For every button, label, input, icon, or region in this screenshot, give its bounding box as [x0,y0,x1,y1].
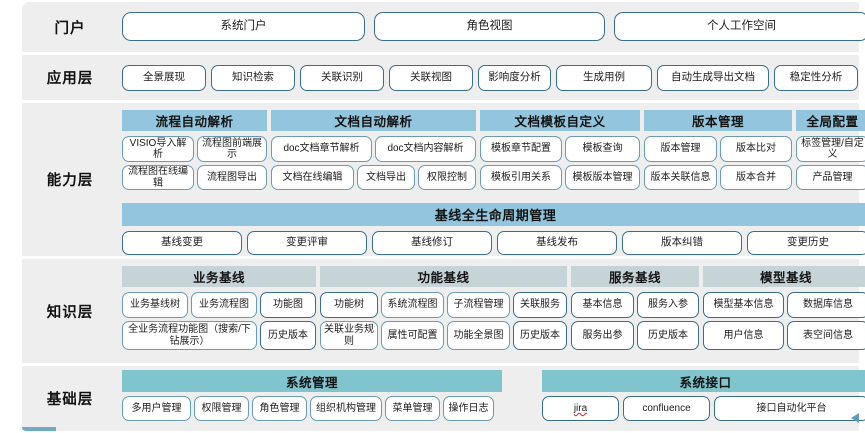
capability-item-template-query[interactable]: 模板查询 [565,136,640,162]
capability-group-header-process-parse: 流程自动解析 [122,110,267,131]
capability-item-version-relation-info[interactable]: 版本关联信息 [644,165,717,190]
app-item-relation-view[interactable]: 关联视图 [389,65,473,91]
foundation-item-role-mgmt[interactable]: 角色管理 [252,396,307,421]
knowledge-item-service-input-params[interactable]: 服务入参 [637,292,699,318]
app-item-knowledge-search[interactable]: 知识检索 [211,65,295,91]
capability-item-doc-chapter-parse[interactable]: doc文档章节解析 [271,136,372,162]
layer-portal: 门户 系统门户 角色视图 个人工作空间 [22,2,865,52]
capability-group-header-doc-template: 文档模板自定义 [480,110,640,131]
portal-item-personal-workspace[interactable]: 个人工作空间 [614,12,865,41]
foundation-item-jira[interactable]: jira [542,396,619,421]
knowledge-item-service-history-version[interactable]: 历史版本 [637,321,699,350]
lifecycle-item-baseline-release[interactable]: 基线发布 [497,231,617,255]
app-item-generate-case[interactable]: 生成用例 [556,65,652,91]
capability-item-permission-control[interactable]: 权限控制 [418,165,476,190]
capability-item-version-mgmt[interactable]: 版本管理 [644,136,717,162]
layer-capability: 能力层 流程自动解析 文档自动解析 文档模板自定义 版本管理 全局配置 VISI… [22,103,865,256]
knowledge-item-function-diagram[interactable]: 功能图 [260,292,316,318]
capability-item-process-export[interactable]: 流程图导出 [197,165,267,190]
knowledge-item-function-panorama[interactable]: 功能全景图 [447,321,510,350]
capability-group-header-doc-parse: 文档自动解析 [271,110,476,131]
layer-portal-title: 门户 [54,20,86,37]
lifecycle-item-baseline-revision[interactable]: 基线修订 [372,231,492,255]
knowledge-item-related-service[interactable]: 关联服务 [513,292,567,318]
capability-item-doc-content-parse[interactable]: doc文档内容解析 [375,136,476,162]
app-item-impact-analysis[interactable]: 影响度分析 [478,65,551,91]
layer-application-body: 全景展现 知识检索 关联识别 关联视图 影响度分析 生成用例 自动生成导出文档 … [118,55,858,100]
capability-item-template-version-mgmt[interactable]: 模板版本管理 [565,165,640,190]
layer-portal-body: 系统门户 角色视图 个人工作空间 [118,2,865,52]
knowledge-item-related-business-rule[interactable]: 关联业务规则 [320,321,378,350]
lifecycle-item-change-history[interactable]: 变更历史 [747,231,865,255]
knowledge-item-service-output-params[interactable]: 服务出参 [571,321,634,350]
knowledge-item-service-basic-info[interactable]: 基本信息 [571,292,634,318]
layer-foundation-body: 系统管理 系统接口 多用户管理 权限管理 角色管理 组织机构管理 菜单管理 操作… [118,366,865,431]
right-arrow-icon [851,413,859,423]
capability-lifecycle-header: 基线全生命周期管理 [122,203,865,226]
knowledge-group-header-business-baseline: 业务基线 [122,266,316,287]
capability-item-template-chapter-config[interactable]: 模板章节配置 [480,136,562,162]
lifecycle-item-baseline-change[interactable]: 基线变更 [122,231,242,255]
knowledge-group-header-service-baseline: 服务基线 [571,266,699,287]
foundation-group-header-system-mgmt: 系统管理 [122,370,502,392]
knowledge-item-subprocess-mgmt[interactable]: 子流程管理 [447,292,510,318]
capability-item-process-online-edit[interactable]: 流程图在线编辑 [122,165,194,190]
foundation-item-operation-log[interactable]: 操作日志 [443,396,494,421]
capability-item-version-merge[interactable]: 版本合并 [720,165,792,190]
lifecycle-item-change-review[interactable]: 变更评审 [247,231,367,255]
capability-group-header-global-config: 全局配置 [796,110,865,131]
layer-capability-body: 流程自动解析 文档自动解析 文档模板自定义 版本管理 全局配置 VISIO导入解… [118,103,865,256]
foundation-item-org-structure-mgmt[interactable]: 组织机构管理 [310,396,382,421]
knowledge-item-system-process-diagram[interactable]: 系统流程图 [381,292,444,318]
capability-item-template-reference-relation[interactable]: 模板引用关系 [480,165,562,190]
knowledge-item-user-info[interactable]: 用户信息 [703,321,784,350]
knowledge-group-header-function-baseline: 功能基线 [320,266,567,287]
capability-item-version-compare[interactable]: 版本比对 [720,136,792,162]
knowledge-item-business-process-diagram[interactable]: 业务流程图 [191,292,257,318]
capability-item-doc-online-edit[interactable]: 文档在线编辑 [271,165,354,190]
capability-item-product-mgmt[interactable]: 产品管理 [796,165,865,190]
layer-knowledge: 知识层 业务基线 功能基线 服务基线 模型基线 业务基线树 业务流程图 功能图 … [22,259,865,363]
knowledge-item-function-history-version[interactable]: 历史版本 [513,321,567,350]
app-item-stability-analysis[interactable]: 稳定性分析 [774,65,858,91]
app-item-auto-export-doc[interactable]: 自动生成导出文档 [657,65,769,91]
portal-item-role-view[interactable]: 角色视图 [374,12,605,41]
capability-item-process-frontend-display[interactable]: 流程图前端展示 [197,136,267,162]
knowledge-item-business-baseline-tree[interactable]: 业务基线树 [122,292,188,318]
knowledge-item-business-history-version[interactable]: 历史版本 [260,321,316,350]
layer-capability-title: 能力层 [46,173,94,189]
knowledge-item-full-business-process-function-diagram[interactable]: 全业务流程功能图（搜索/下钻展示） [122,321,257,350]
capability-item-tag-mgmt-custom[interactable]: 标签管理/自定义 [796,136,865,162]
knowledge-item-function-tree[interactable]: 功能树 [320,292,378,318]
foundation-item-jira-label: jira [573,402,588,414]
knowledge-group-header-model-baseline: 模型基线 [703,266,865,287]
knowledge-item-database-info[interactable]: 数据库信息 [787,292,865,318]
layer-foundation-title: 基础层 [46,392,94,408]
knowledge-item-model-basic-info[interactable]: 模型基本信息 [703,292,784,318]
capability-item-visio-import-parse[interactable]: VISIO导入解析 [122,136,194,162]
knowledge-item-configurable-attribute[interactable]: 属性可配置 [381,321,444,350]
foundation-item-permission-mgmt[interactable]: 权限管理 [194,396,249,421]
capability-item-doc-export[interactable]: 文档导出 [357,165,415,190]
foundation-group-header-system-interface: 系统接口 [542,370,865,392]
layer-application: 应用层 全景展现 知识检索 关联识别 关联视图 影响度分析 生成用例 自动生成导… [22,55,859,100]
foundation-item-interface-automation-platform[interactable]: 接口自动化平台 [714,396,865,421]
app-item-relation-recognition[interactable]: 关联识别 [300,65,384,91]
layer-knowledge-body: 业务基线 功能基线 服务基线 模型基线 业务基线树 业务流程图 功能图 全业务流… [118,259,865,363]
layer-application-title: 应用层 [46,71,94,87]
bottom-left-accent [22,427,56,431]
lifecycle-item-version-correction[interactable]: 版本纠错 [622,231,742,255]
layer-foundation: 基础层 系统管理 系统接口 多用户管理 权限管理 角色管理 组织机构管理 菜单管… [22,366,865,431]
foundation-item-confluence[interactable]: confluence [623,396,710,421]
foundation-item-menu-mgmt[interactable]: 菜单管理 [385,396,440,421]
portal-item-system-portal[interactable]: 系统门户 [122,12,365,41]
knowledge-item-tablespace-info[interactable]: 表空间信息 [787,321,865,350]
app-item-panorama[interactable]: 全景展现 [122,65,206,91]
capability-group-header-version-mgmt: 版本管理 [644,110,792,131]
layer-knowledge-title: 知识层 [46,304,94,321]
foundation-item-multi-user-mgmt[interactable]: 多用户管理 [122,396,191,421]
